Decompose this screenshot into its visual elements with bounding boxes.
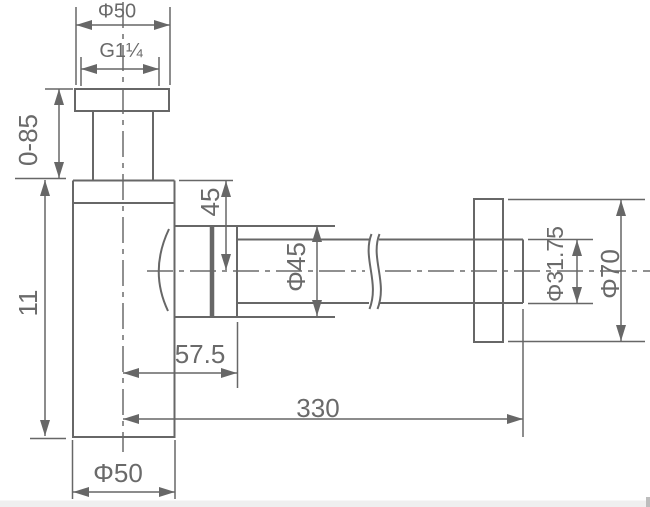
dim-height-adjustable: 0-85 [13, 88, 73, 180]
dim-label-overall-length: 330 [296, 393, 339, 423]
dim-label-thread-size: G1¼ [99, 40, 143, 62]
dim-tube-diameter: Φ31.75 [528, 226, 593, 305]
dim-label-axis-to-nut: 57.5 [175, 339, 226, 369]
dim-label-body-diameter: Φ50 [93, 458, 143, 488]
arrow-down [312, 300, 322, 316]
arrow-left [73, 487, 89, 497]
dim-flange-diameter: Φ70 [508, 198, 645, 343]
wall-flange-outline [473, 198, 504, 343]
footer-strip-right-notch [646, 497, 650, 507]
dim-inlet-to-axis: 45 [179, 179, 233, 270]
dim-label-body-height: 11 [13, 290, 43, 317]
break-line-right [375, 233, 382, 310]
body-inner-arc [157, 228, 170, 312]
arrow-up [221, 181, 231, 197]
arrow-up [616, 200, 626, 216]
dim-thread-size: G1¼ [80, 40, 160, 86]
arrow-left [123, 414, 139, 424]
arrow-left [81, 64, 97, 74]
arrow-left [76, 20, 92, 30]
arrow-right [143, 64, 159, 74]
arrow-down [616, 325, 626, 341]
break-line-left [367, 233, 374, 310]
top-cap-outline [74, 88, 170, 112]
dim-body-diameter: Φ50 [71, 440, 176, 499]
dim-label-nut-diameter: Φ45 [281, 242, 311, 292]
arrow-down [40, 420, 50, 436]
dim-label-height-adjustable: 0-85 [13, 114, 43, 166]
dim-label-tube-diameter: Φ31.75 [542, 226, 568, 302]
arrow-down [572, 287, 582, 303]
dim-body-height: 11 [13, 180, 66, 440]
arrow-down [221, 254, 231, 270]
arrow-up [40, 180, 50, 196]
arrow-right [221, 368, 237, 378]
arrow-right [507, 414, 523, 424]
part-outline [72, 88, 524, 438]
dim-label-cap-diameter: Φ50 [98, 1, 136, 23]
arrow-up [54, 89, 64, 105]
arrow-up [572, 240, 582, 256]
arrow-right [159, 487, 175, 497]
arrow-up [312, 226, 322, 242]
dim-label-flange-diameter: Φ70 [595, 249, 625, 299]
dim-cap-diameter: Φ50 [75, 1, 171, 85]
dim-nut-diameter: Φ45 [281, 226, 322, 316]
dim-overall-length: 330 [123, 309, 524, 437]
dim-axis-to-nut: 57.5 [123, 322, 239, 388]
arrow-down [54, 162, 64, 178]
arrow-left [123, 368, 139, 378]
dim-label-inlet-to-axis: 45 [195, 188, 225, 217]
center-lines [122, 2, 650, 452]
footer-strip [0, 500, 650, 507]
arrow-right [154, 20, 170, 30]
